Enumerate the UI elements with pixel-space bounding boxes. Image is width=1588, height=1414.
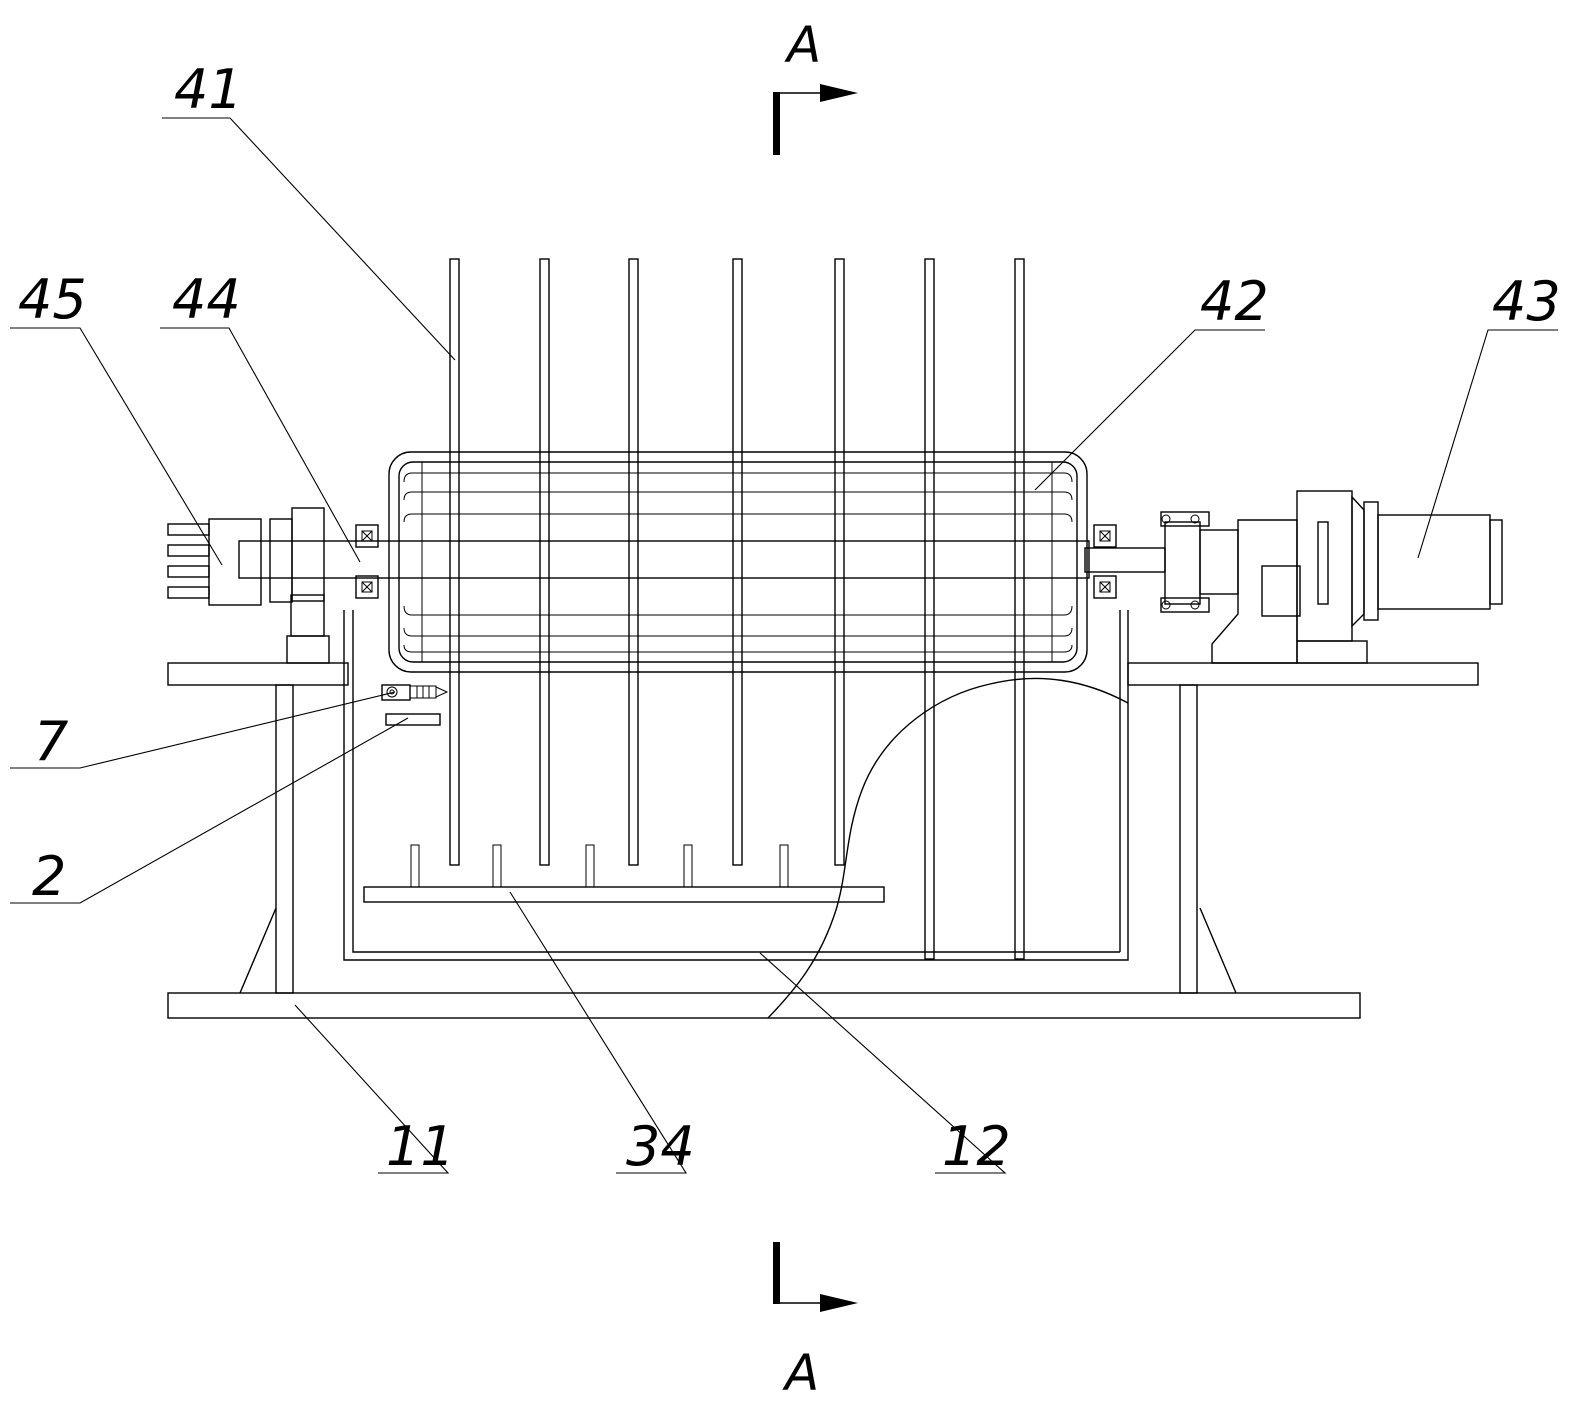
sensor [381,684,449,701]
label-42: 42 [1200,270,1269,333]
label-7: 7 [34,710,68,773]
left-bearings [355,524,379,599]
right-bearings [1093,524,1117,599]
label-11: 11 [386,1115,455,1178]
label-2: 2 [32,845,66,908]
section-letter-bottom: A [782,1344,819,1402]
motor-assembly [1211,490,1503,664]
vertical-plates [449,258,1025,960]
section-mark-bottom: A [773,1242,858,1402]
left-support [269,507,330,664]
label-44: 44 [172,268,241,331]
rotary-joint [167,518,262,606]
tray [363,844,885,903]
tank [343,610,1129,961]
label-34: 34 [626,1115,695,1178]
label-41: 41 [174,58,243,121]
base-frame [167,662,1479,1019]
cutaway-curve [767,677,1129,1019]
section-letter-top: A [784,16,821,74]
label-12: 12 [942,1115,1011,1178]
section-mark-top: A [773,16,858,155]
leader-lines [10,117,1558,1174]
tray-pins [410,844,789,888]
label-45: 45 [18,268,87,331]
coupling [1160,511,1239,613]
sensor-plate [385,713,441,726]
label-43: 43 [1492,270,1561,333]
part-labels: 41 45 44 42 43 7 2 11 34 12 [18,58,1561,1178]
drum [388,451,1088,673]
